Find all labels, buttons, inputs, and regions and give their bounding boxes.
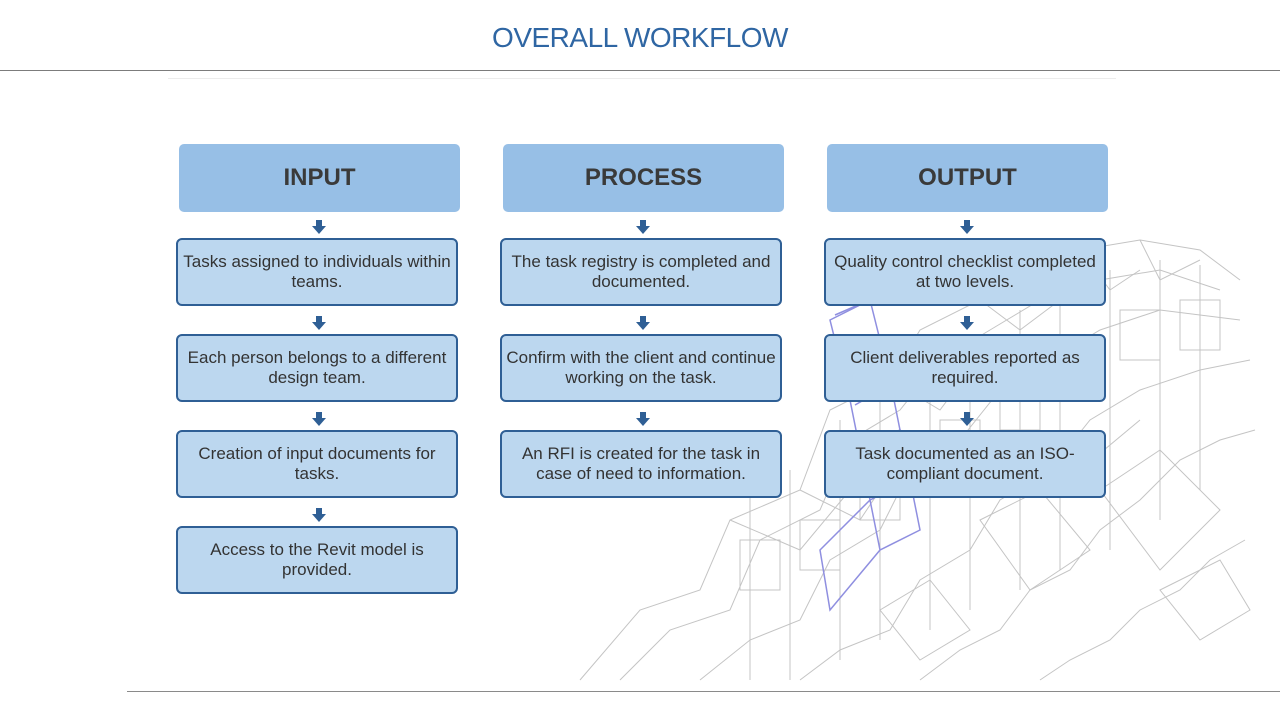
arrow-down-icon xyxy=(312,316,326,330)
arrow-down-icon xyxy=(312,412,326,426)
arrow-down-icon xyxy=(636,316,650,330)
process-header: PROCESS xyxy=(503,144,784,212)
output-header: OUTPUT xyxy=(827,144,1108,212)
arrow-down-icon xyxy=(312,220,326,234)
output-step-3: Task documented as an ISO-compliant docu… xyxy=(824,430,1106,498)
input-header: INPUT xyxy=(179,144,460,212)
arrow-down-icon xyxy=(960,316,974,330)
arrow-down-icon xyxy=(960,220,974,234)
input-step-4: Access to the Revit model is provided. xyxy=(176,526,458,594)
arrow-down-icon xyxy=(960,412,974,426)
arrow-down-icon xyxy=(312,508,326,522)
title-divider xyxy=(0,70,1280,71)
process-step-1: The task registry is completed and docum… xyxy=(500,238,782,306)
input-step-2: Each person belongs to a different desig… xyxy=(176,334,458,402)
arrow-down-icon xyxy=(636,412,650,426)
input-step-1: Tasks assigned to individuals within tea… xyxy=(176,238,458,306)
process-step-3: An RFI is created for the task in case o… xyxy=(500,430,782,498)
input-step-3: Creation of input documents for tasks. xyxy=(176,430,458,498)
title-divider-light xyxy=(168,78,1116,79)
output-step-2: Client deliverables reported as required… xyxy=(824,334,1106,402)
page-title: OVERALL WORKFLOW xyxy=(492,22,788,53)
process-step-2: Confirm with the client and continue wor… xyxy=(500,334,782,402)
output-step-1: Quality control checklist completed at t… xyxy=(824,238,1106,306)
arrow-down-icon xyxy=(636,220,650,234)
footer-divider xyxy=(127,691,1280,692)
